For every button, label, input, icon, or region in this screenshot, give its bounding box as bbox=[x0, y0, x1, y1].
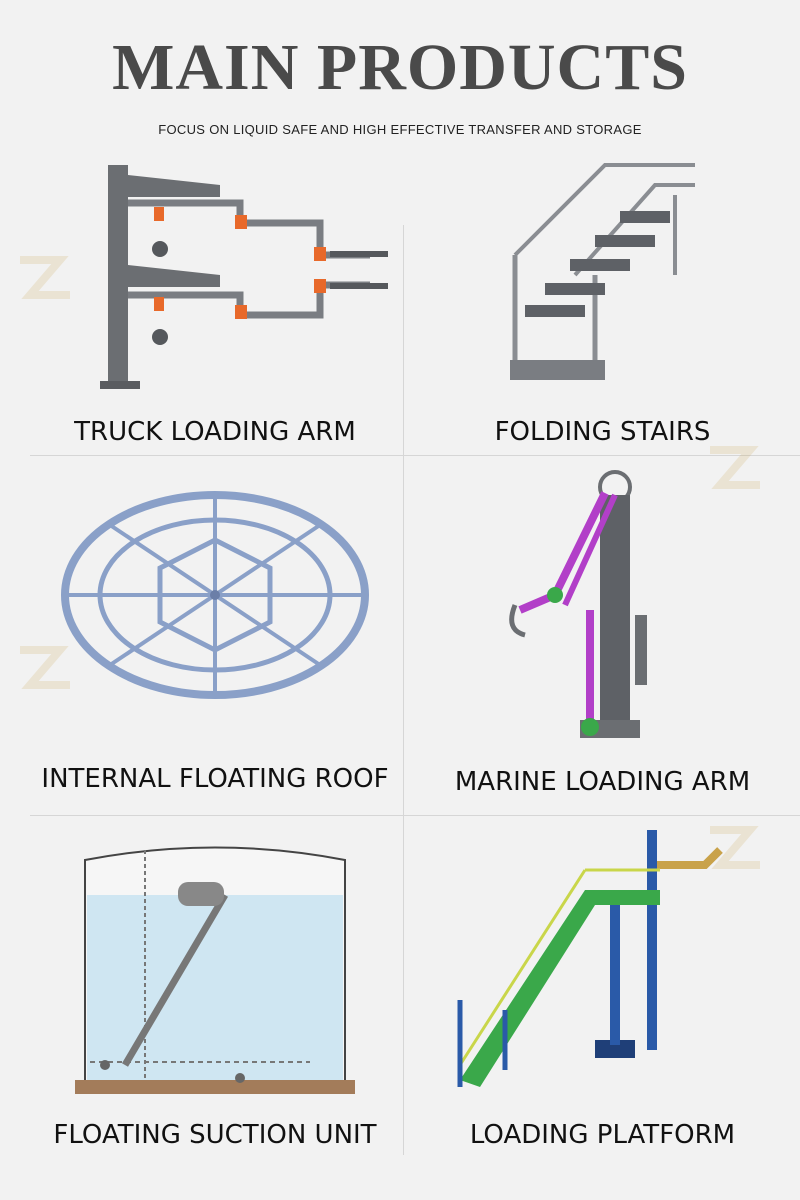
watermark-logo-icon bbox=[710, 446, 760, 489]
product-card-loading-platform[interactable]: LOADING PLATFORM bbox=[405, 825, 800, 1160]
watermark-logo-icon bbox=[20, 256, 70, 299]
product-card-marine-loading-arm[interactable]: MARINE LOADING ARM bbox=[405, 465, 800, 810]
divider-row-2 bbox=[30, 815, 800, 816]
product-label: INTERNAL FLOATING ROOF bbox=[41, 764, 389, 794]
product-label: FOLDING STAIRS bbox=[494, 417, 711, 447]
divider-column bbox=[403, 225, 404, 1155]
product-card-floating-suction-unit[interactable]: FLOATING SUCTION UNIT bbox=[30, 840, 400, 1160]
product-label: FLOATING SUCTION UNIT bbox=[53, 1120, 377, 1150]
folding-stairs-icon bbox=[510, 163, 695, 380]
truck-loading-arm-icon bbox=[100, 165, 388, 389]
floating-suction-unit-icon bbox=[75, 846, 355, 1094]
watermark-logo-icon bbox=[20, 646, 70, 689]
watermark-logo-icon bbox=[710, 826, 760, 869]
product-card-internal-floating-roof[interactable]: INTERNAL FLOATING ROOF bbox=[30, 490, 400, 810]
product-label: MARINE LOADING ARM bbox=[454, 767, 751, 797]
page-title: MAIN PRODUCTS bbox=[112, 31, 688, 104]
page-subtitle: FOCUS ON LIQUID SAFE AND HIGH EFFECTIVE … bbox=[158, 122, 642, 137]
marine-loading-arm-icon bbox=[509, 470, 647, 738]
product-label: LOADING PLATFORM bbox=[469, 1120, 736, 1150]
internal-floating-roof-icon bbox=[61, 491, 369, 699]
loading-platform-icon bbox=[457, 830, 723, 1087]
product-card-folding-stairs[interactable]: FOLDING STAIRS bbox=[405, 155, 800, 455]
product-card-truck-loading-arm[interactable]: TRUCK LOADING ARM bbox=[30, 155, 400, 455]
divider-row-1 bbox=[30, 455, 800, 456]
product-label: TRUCK LOADING ARM bbox=[74, 417, 356, 447]
